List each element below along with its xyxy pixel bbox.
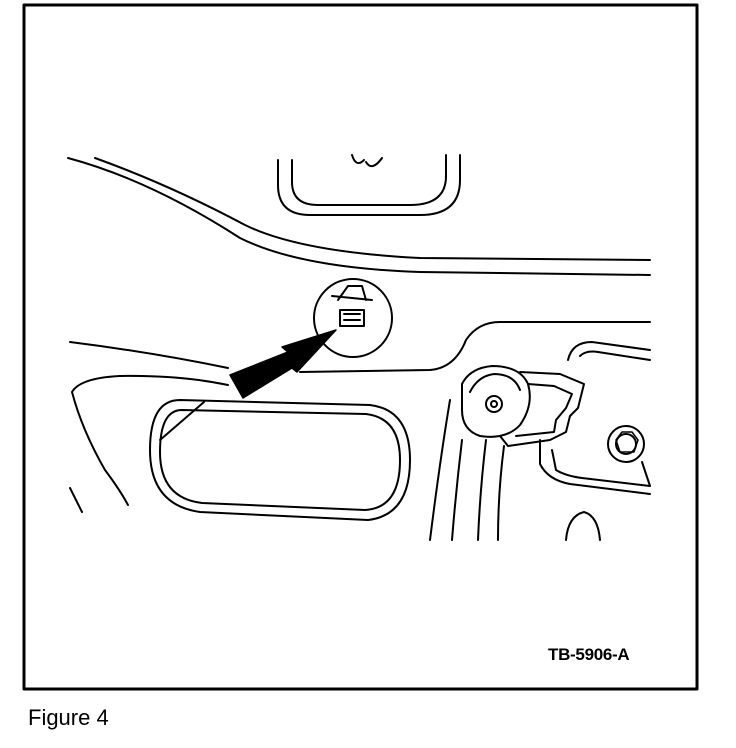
panel-edge-upper	[67, 157, 651, 276]
mounting-bolt-hex	[615, 431, 639, 453]
hinge-bracket-inner	[515, 383, 573, 437]
mounting-plate	[539, 341, 651, 495]
strut-lines	[429, 399, 505, 541]
drawing-border	[22, 3, 699, 691]
body-contour-main	[71, 374, 229, 506]
hinge-lever-inner	[469, 373, 521, 393]
plate-edge-right	[641, 461, 651, 487]
pivot-bolt	[485, 395, 503, 413]
callout-arrow	[229, 329, 337, 399]
clip-fastener	[331, 285, 373, 327]
top-cutout-inner	[291, 154, 447, 206]
mounting-plate-inner	[551, 350, 651, 487]
body-contour-right	[299, 321, 651, 373]
figure-caption: Figure 4	[28, 705, 109, 730]
access-hole	[313, 278, 393, 358]
body-contour-stub	[69, 487, 83, 513]
oval-opening-inner	[159, 409, 401, 511]
lower-bracket	[565, 511, 601, 541]
body-contour-left	[69, 341, 229, 369]
top-cutout-detail	[351, 154, 383, 168]
hinge-bracket	[499, 371, 585, 447]
oval-opening-outer	[149, 399, 411, 521]
reference-code: TB-5906-A	[548, 645, 630, 664]
oval-opening-notch	[159, 401, 205, 441]
top-cutout	[277, 154, 461, 216]
panel-edge-lower	[94, 157, 651, 261]
pivot-bolt-center	[490, 400, 498, 408]
hinge-lever	[461, 365, 531, 438]
mounting-bolt	[607, 425, 645, 463]
